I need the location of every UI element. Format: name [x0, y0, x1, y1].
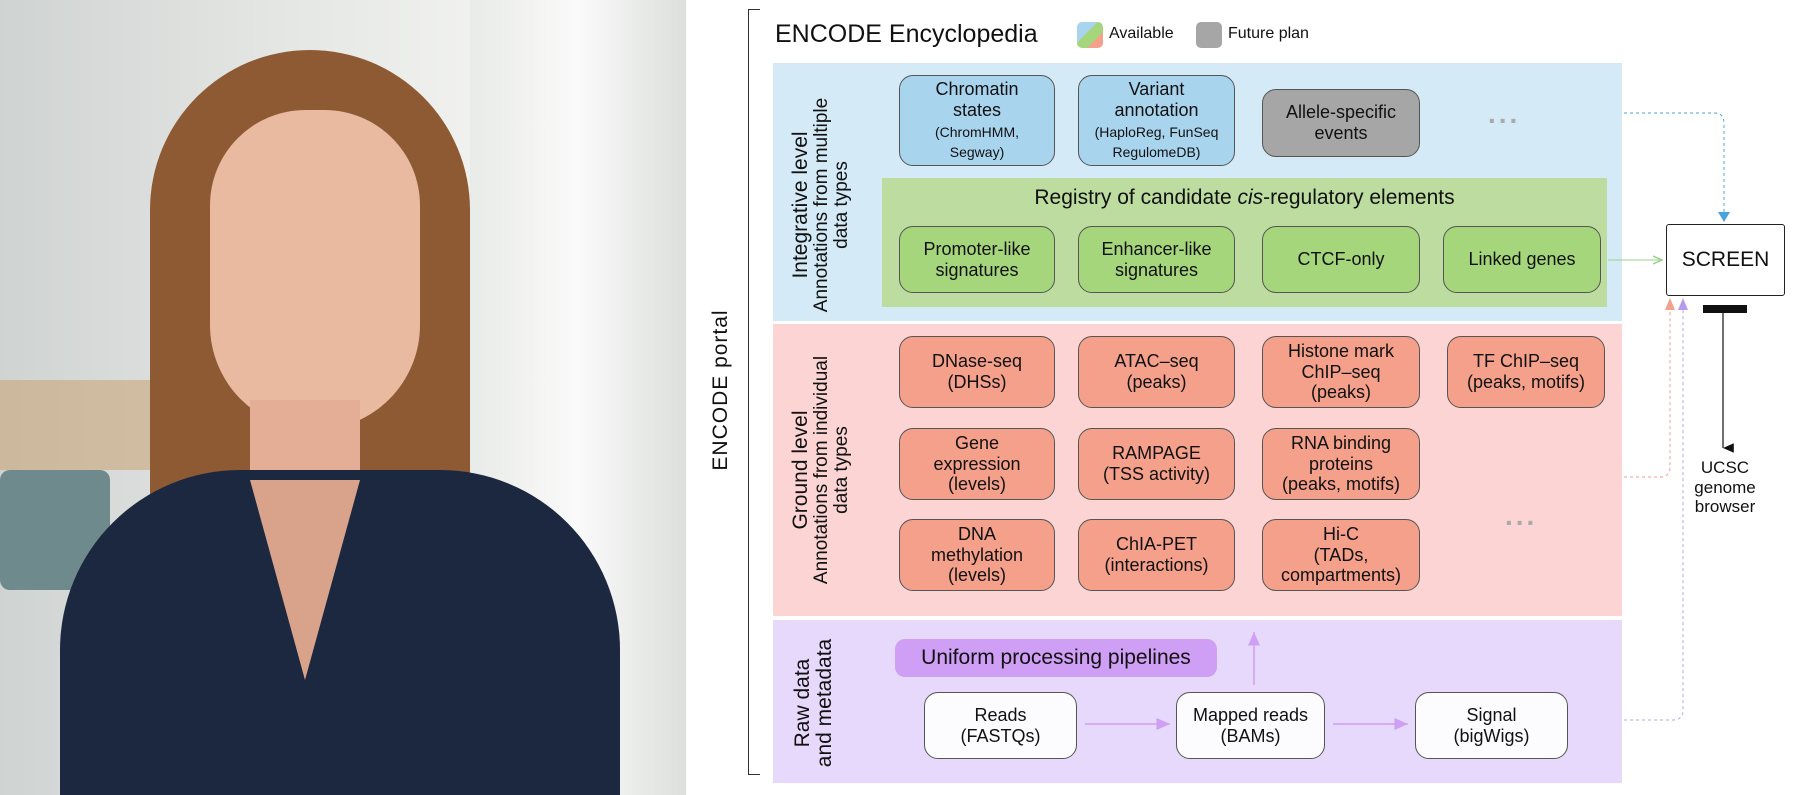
signal-box: Signal (bigWigs): [1415, 692, 1568, 759]
atac-seq-box: ATAC–seq (peaks): [1078, 336, 1235, 408]
dnase-seq-box: DNase-seq (DHSs): [899, 336, 1055, 408]
ground-to-screen-arrow: [1624, 302, 1671, 478]
pipeline-label: Uniform processing pipelines: [895, 639, 1217, 677]
enhancer-like-box: Enhancer-like signatures: [1078, 226, 1235, 293]
tf-chip-box: TF ChIP–seq (peaks, motifs): [1447, 336, 1605, 408]
legend-available-swatch: [1077, 22, 1103, 48]
dna-methylation-box: DNA methylation (levels): [899, 519, 1055, 591]
legend-available-label: Available: [1109, 25, 1174, 42]
ground-ellipsis: ...: [1505, 500, 1538, 531]
raw-to-screen-arrow: [1624, 302, 1684, 721]
monitor-stand: [1703, 305, 1747, 313]
page-title: ENCODE Encyclopedia: [775, 20, 1038, 48]
gene-expression-box: Gene expression (levels): [899, 428, 1055, 500]
ucsc-label: UCSC genome browser: [1694, 458, 1756, 517]
integrative-to-screen-arrow: [1624, 112, 1725, 220]
portal-bracket: [748, 9, 760, 775]
reads-box: Reads (FASTQs): [924, 692, 1077, 759]
chromatin-states-box: Chromatin states(ChromHMM, Segway): [899, 75, 1055, 166]
legend-future-swatch: [1196, 22, 1222, 48]
rampage-box: RAMPAGE (TSS activity): [1078, 428, 1235, 500]
screen-box: SCREEN: [1666, 224, 1785, 296]
rna-binding-box: RNA binding proteins (peaks, motifs): [1262, 428, 1420, 500]
registry-title: Registry of candidate cis-regulatory ele…: [1034, 186, 1455, 209]
legend-future-label: Future plan: [1228, 25, 1309, 42]
hi-c-box: Hi-C (TADs, compartments): [1262, 519, 1420, 591]
allele-specific-box: Allele-specific events: [1262, 89, 1420, 157]
ctcf-only-box: CTCF-only: [1262, 226, 1420, 293]
variant-annotation-box: Variant annotation(HaploReg, FunSeq Regu…: [1078, 75, 1235, 166]
chia-pet-box: ChIA-PET (interactions): [1078, 519, 1235, 591]
histone-chip-box: Histone mark ChIP–seq (peaks): [1262, 336, 1420, 408]
promoter-like-box: Promoter-like signatures: [899, 226, 1055, 293]
integrative-ellipsis: ...: [1488, 98, 1521, 129]
linked-genes-box: Linked genes: [1443, 226, 1601, 293]
portrait-photo: [0, 0, 686, 795]
mapped-reads-box: Mapped reads (BAMs): [1176, 692, 1325, 759]
